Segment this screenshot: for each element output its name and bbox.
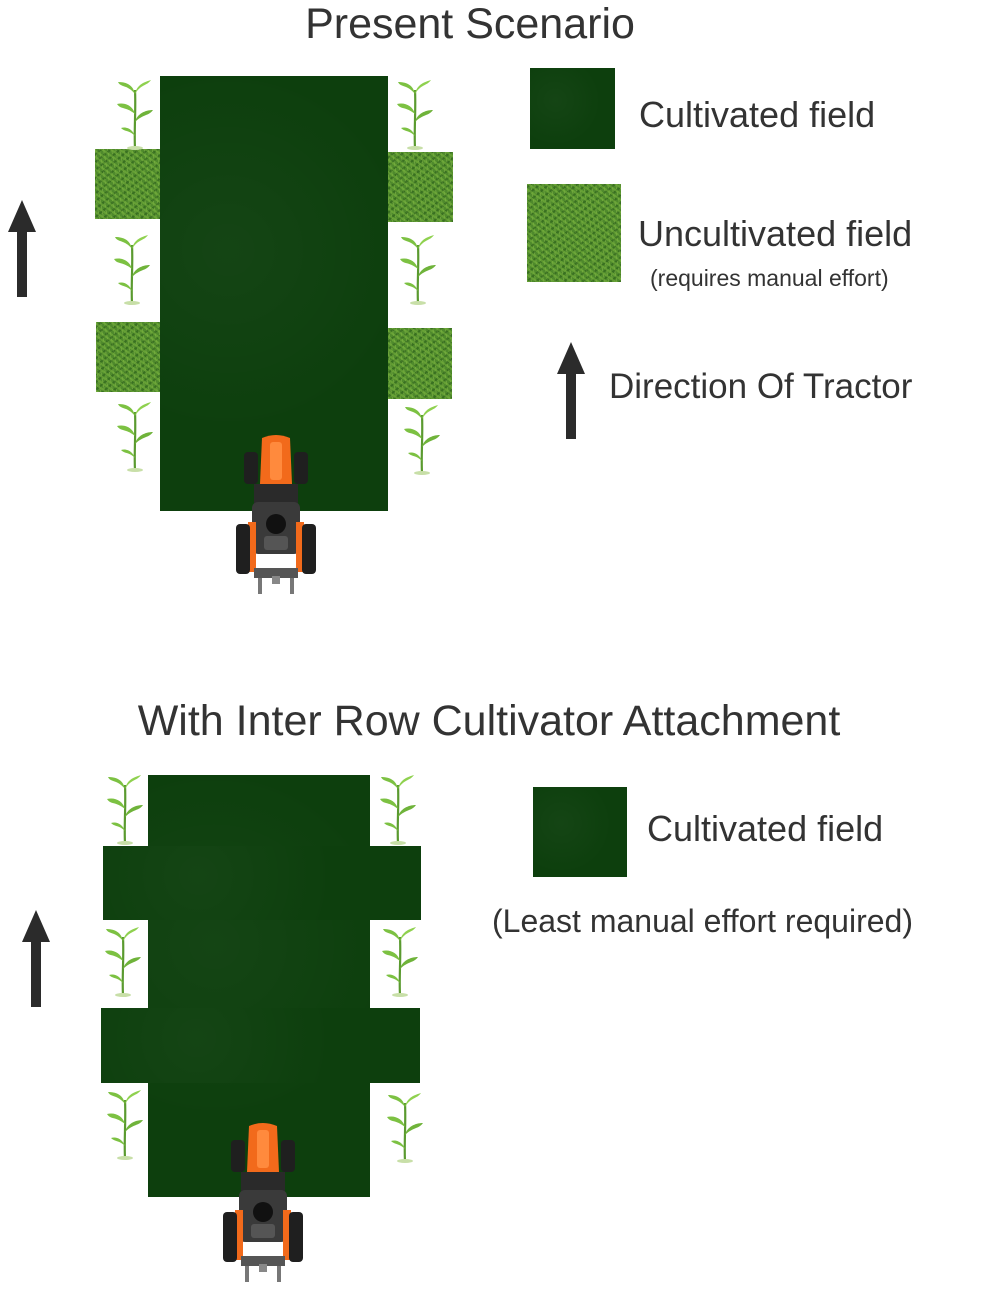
uncultivated-patch [388, 152, 453, 222]
up-arrow-icon [22, 910, 50, 1007]
legend-cultivated-swatch [533, 787, 627, 877]
plant-icon [103, 927, 143, 997]
legend-direction-label: Direction Of Tractor [609, 367, 913, 406]
plant-icon [115, 402, 155, 472]
legend-effort-note: (Least manual effort required) [492, 903, 913, 939]
legend-cultivated-label: Cultivated field [639, 94, 876, 135]
cultivated-field-extension [101, 1008, 420, 1083]
cultivator-attachment-title: With Inter Row Cultivator Attachment [137, 697, 841, 745]
legend-uncultivated-label: Uncultivated field [638, 213, 913, 254]
plant-icon [385, 1093, 425, 1163]
present-scenario-title: Present Scenario [305, 0, 635, 48]
plant-icon [398, 235, 438, 305]
up-arrow-icon [8, 200, 36, 297]
plant-icon [115, 80, 155, 150]
plant-icon [395, 80, 435, 150]
uncultivated-patch [96, 322, 160, 392]
tractor-icon [234, 432, 318, 602]
legend-cultivated-label: Cultivated field [647, 808, 884, 849]
plant-icon [112, 235, 152, 305]
plant-icon [380, 927, 420, 997]
plant-icon [402, 405, 442, 475]
plant-icon [105, 775, 145, 845]
tractor-icon [221, 1120, 305, 1290]
up-arrow-icon [557, 342, 585, 439]
uncultivated-patch [388, 328, 452, 399]
plant-icon [378, 775, 418, 845]
uncultivated-patch [95, 149, 160, 219]
plant-icon [105, 1090, 145, 1160]
cultivated-field-main [160, 76, 388, 511]
legend-cultivated-swatch [530, 68, 615, 149]
cultivated-field-extension [103, 846, 421, 920]
legend-uncultivated-swatch [527, 184, 621, 282]
legend-uncultivated-note: (requires manual effort) [650, 265, 889, 291]
